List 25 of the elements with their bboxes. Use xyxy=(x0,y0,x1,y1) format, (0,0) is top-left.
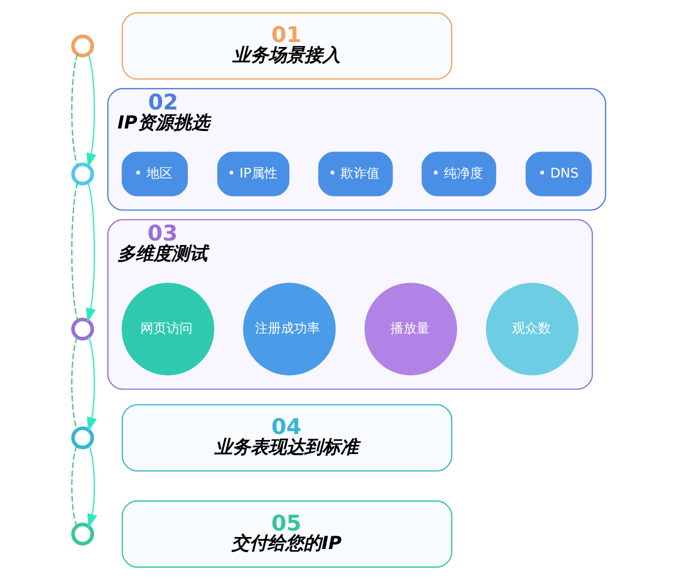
node-box: 05 交付给您的IP xyxy=(121,500,452,568)
node-circle xyxy=(70,318,94,340)
arrow xyxy=(85,182,96,323)
arrow xyxy=(86,445,97,528)
node-box: • 欺诈值 xyxy=(318,152,392,196)
node-box: • DNS xyxy=(525,152,592,196)
connector xyxy=(70,54,78,166)
arrow xyxy=(86,336,96,432)
node-circle xyxy=(70,34,94,58)
node-box: • 纯净度 xyxy=(421,152,496,196)
node-box: 01 业务场景接入 xyxy=(121,12,452,80)
node-box: 04 业务表现达到标准 xyxy=(121,404,452,472)
connector xyxy=(70,336,78,430)
node-box: • 地区 xyxy=(121,152,188,196)
node-box: • IP属性 xyxy=(216,152,289,196)
node-circle: 观众数 xyxy=(485,282,578,376)
arrow xyxy=(86,54,96,168)
node-circle xyxy=(70,162,94,186)
node-circle xyxy=(70,522,94,546)
node-circle xyxy=(70,426,94,450)
node-circle: 播放量 xyxy=(364,282,457,376)
node-circle: 网页访问 xyxy=(121,282,214,376)
node-circle: 注册成功率 xyxy=(242,282,336,376)
connector xyxy=(70,446,77,526)
connector xyxy=(70,182,78,321)
